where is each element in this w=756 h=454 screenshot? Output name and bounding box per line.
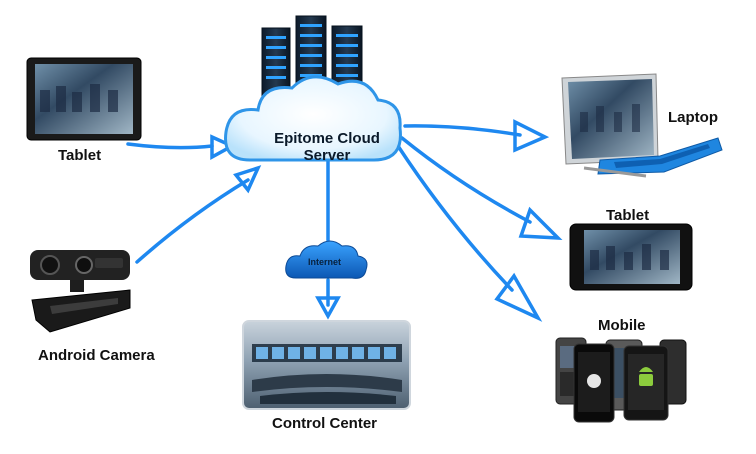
camera-source-label: Android Camera bbox=[38, 347, 155, 364]
arrow-head-tablet-right bbox=[518, 206, 563, 240]
arrow-server-to-tablet bbox=[400, 136, 532, 224]
arrow-head-control bbox=[315, 296, 341, 320]
mobile-label: Mobile bbox=[598, 317, 646, 334]
arrow-server-to-laptop bbox=[403, 124, 522, 137]
android-logo-icon bbox=[639, 367, 653, 386]
arrow-server-to-mobile bbox=[396, 144, 514, 292]
server-label: Epitome Cloud Server bbox=[262, 130, 392, 164]
server-label-line1: Epitome Cloud bbox=[274, 130, 380, 147]
tablet-device-icon bbox=[26, 57, 142, 141]
cloud-icon bbox=[224, 75, 402, 162]
internet-cloud-icon bbox=[285, 240, 368, 279]
tablet-right-device-icon bbox=[569, 223, 693, 291]
control-room-image bbox=[242, 320, 411, 410]
arrow-head-laptop bbox=[513, 119, 550, 153]
arrow-camera-to-server bbox=[135, 178, 250, 264]
arrow-head-tablet bbox=[210, 134, 236, 160]
control-center-label: Control Center bbox=[272, 415, 377, 432]
tablet-source-label: Tablet bbox=[58, 147, 102, 164]
tablet-destination-label: Tablet bbox=[606, 207, 650, 224]
arrow-head-camera bbox=[233, 165, 262, 194]
phone-device-icon bbox=[555, 337, 687, 423]
connector-arrows bbox=[126, 119, 563, 322]
server-label-line2: Server bbox=[303, 147, 351, 164]
camera-device-icon bbox=[30, 250, 131, 333]
arrow-tablet-to-server bbox=[126, 142, 214, 150]
laptop-device-icon bbox=[561, 73, 723, 178]
internet-label: Internet bbox=[308, 257, 342, 267]
arrow-head-mobile bbox=[494, 272, 543, 322]
laptop-label: Laptop bbox=[668, 109, 718, 126]
